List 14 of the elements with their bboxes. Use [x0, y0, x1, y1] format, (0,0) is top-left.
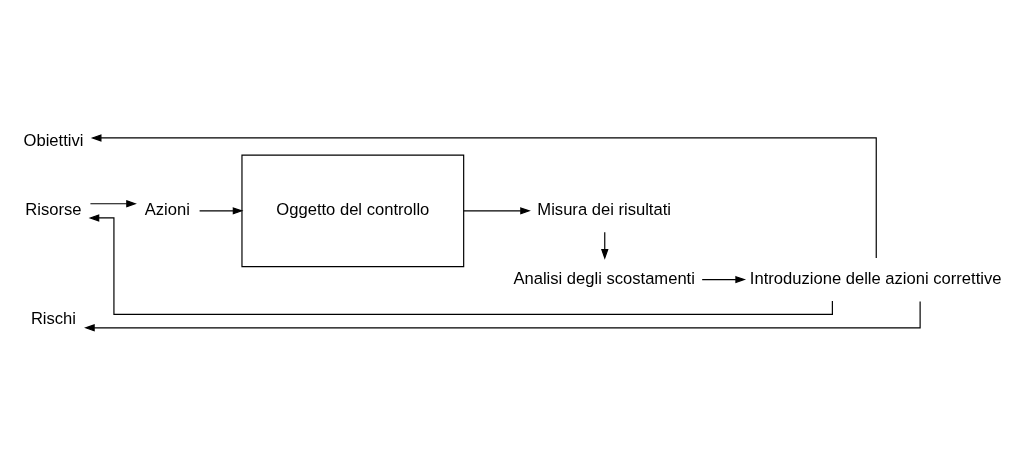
arrow	[83, 300, 921, 332]
arrow	[89, 199, 137, 207]
arrow	[462, 206, 531, 215]
arrow	[90, 133, 877, 259]
node-text: Rischi	[30, 308, 76, 328]
node-text: Misura dei risultati	[536, 199, 671, 219]
arrow	[198, 206, 243, 215]
node-text: Analisi degli scostamenti	[512, 268, 695, 288]
arrow	[701, 275, 746, 283]
node-box: Oggetto del controllo	[240, 154, 464, 267]
node-text: Obiettivi	[23, 130, 83, 150]
node-text: Azioni	[144, 199, 190, 219]
node-text: Introduzione delle azioni correttive	[749, 268, 1001, 288]
node-text: Risorse	[24, 199, 82, 219]
